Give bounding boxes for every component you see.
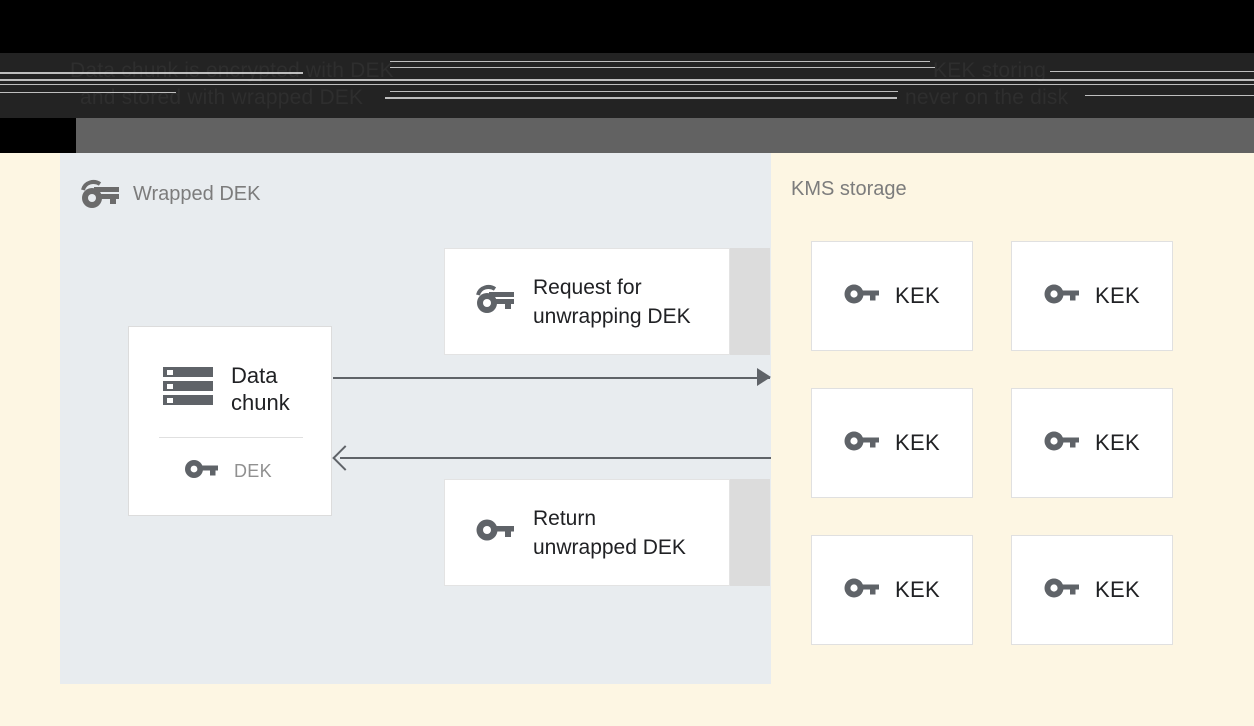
key-icon: [185, 458, 219, 485]
header-ghost-text-right-1: KEK storing: [933, 59, 1047, 82]
kek-grid: KEK KEK KEK: [811, 241, 1173, 645]
key-icon: [844, 429, 880, 458]
kek-box[interactable]: KEK: [1011, 535, 1173, 645]
header-dark-band: Data chunk is encrypted with DEK and sto…: [0, 53, 1254, 118]
return-unwrapped-dek-card[interactable]: Return unwrapped DEK: [444, 479, 730, 586]
header-artifact-streak: [1085, 95, 1254, 96]
header-ghost-text-right-2: never on the disk: [905, 86, 1069, 109]
wrapped-key-icon: [80, 179, 120, 209]
header-artifact-streak: [0, 84, 1254, 85]
key-icon: [1044, 576, 1080, 605]
key-icon: [475, 516, 515, 549]
wrapped-dek-panel-title: Wrapped DEK: [133, 183, 261, 205]
key-icon: [1044, 282, 1080, 311]
data-chunk-card[interactable]: Data chunk DEK: [128, 326, 332, 516]
header-ghost-text-line-2: and stored with wrapped DEK: [80, 86, 364, 109]
header-gray-band: [0, 118, 1254, 153]
kek-box-label: KEK: [895, 430, 940, 455]
return-card-text: Return unwrapped DEK: [533, 506, 686, 559]
data-chunk-dek-row: DEK: [185, 458, 272, 485]
request-card-text: Request for unwrapping DEK: [533, 275, 691, 328]
kms-storage-panel-title: KMS storage: [791, 178, 907, 200]
header-artifact-streak: [390, 61, 930, 62]
kek-box-label: KEK: [1095, 577, 1140, 602]
header-artifact-streak: [390, 67, 935, 68]
header-artifact-streak: [0, 92, 176, 93]
header-artifact-streak: [385, 97, 897, 99]
key-icon: [844, 282, 880, 311]
kek-box-label: KEK: [895, 577, 940, 602]
request-arrow-head: [757, 368, 771, 386]
kek-box[interactable]: KEK: [811, 241, 973, 351]
kms-storage-panel-header: KMS storage: [791, 179, 907, 199]
kek-box[interactable]: KEK: [1011, 241, 1173, 351]
return-arrow-line: [340, 457, 771, 459]
header-ghost-text-line-1: Data chunk is encrypted with DEK: [70, 59, 394, 82]
header-gray-band-notch: [0, 118, 76, 153]
key-icon: [844, 576, 880, 605]
kek-box-label: KEK: [1095, 283, 1140, 308]
request-arrow-line: [333, 377, 770, 379]
request-for-unwrapping-dek-card[interactable]: Request for unwrapping DEK: [444, 248, 730, 355]
header-artifact-streak: [390, 91, 898, 92]
header-artifact-streak: [0, 79, 1254, 81]
header-black-band: [0, 0, 1254, 53]
kek-box[interactable]: KEK: [1011, 388, 1173, 498]
data-chunk-title: Data chunk: [231, 362, 290, 415]
kek-box-label: KEK: [1095, 430, 1140, 455]
kms-storage-panel: KMS storage KEK: [771, 153, 1254, 684]
storage-icon: [161, 359, 215, 418]
kek-box-label: KEK: [895, 283, 940, 308]
wrapped-dek-panel: Wrapped DEK Data chunk: [60, 153, 771, 684]
wrapped-dek-panel-header: Wrapped DEK: [80, 179, 260, 209]
obscured-header-region: Data chunk is encrypted with DEK and sto…: [0, 0, 1254, 153]
return-arrow-head: [332, 445, 358, 471]
kek-box[interactable]: KEK: [811, 535, 973, 645]
wrapped-key-icon: [475, 283, 515, 320]
data-chunk-dek-label: DEK: [234, 461, 272, 481]
key-icon: [1044, 429, 1080, 458]
header-artifact-streak: [0, 72, 303, 74]
data-chunk-divider: [159, 437, 303, 438]
kek-box[interactable]: KEK: [811, 388, 973, 498]
header-artifact-streak: [1050, 71, 1254, 72]
data-chunk-row: Data chunk: [161, 359, 290, 418]
